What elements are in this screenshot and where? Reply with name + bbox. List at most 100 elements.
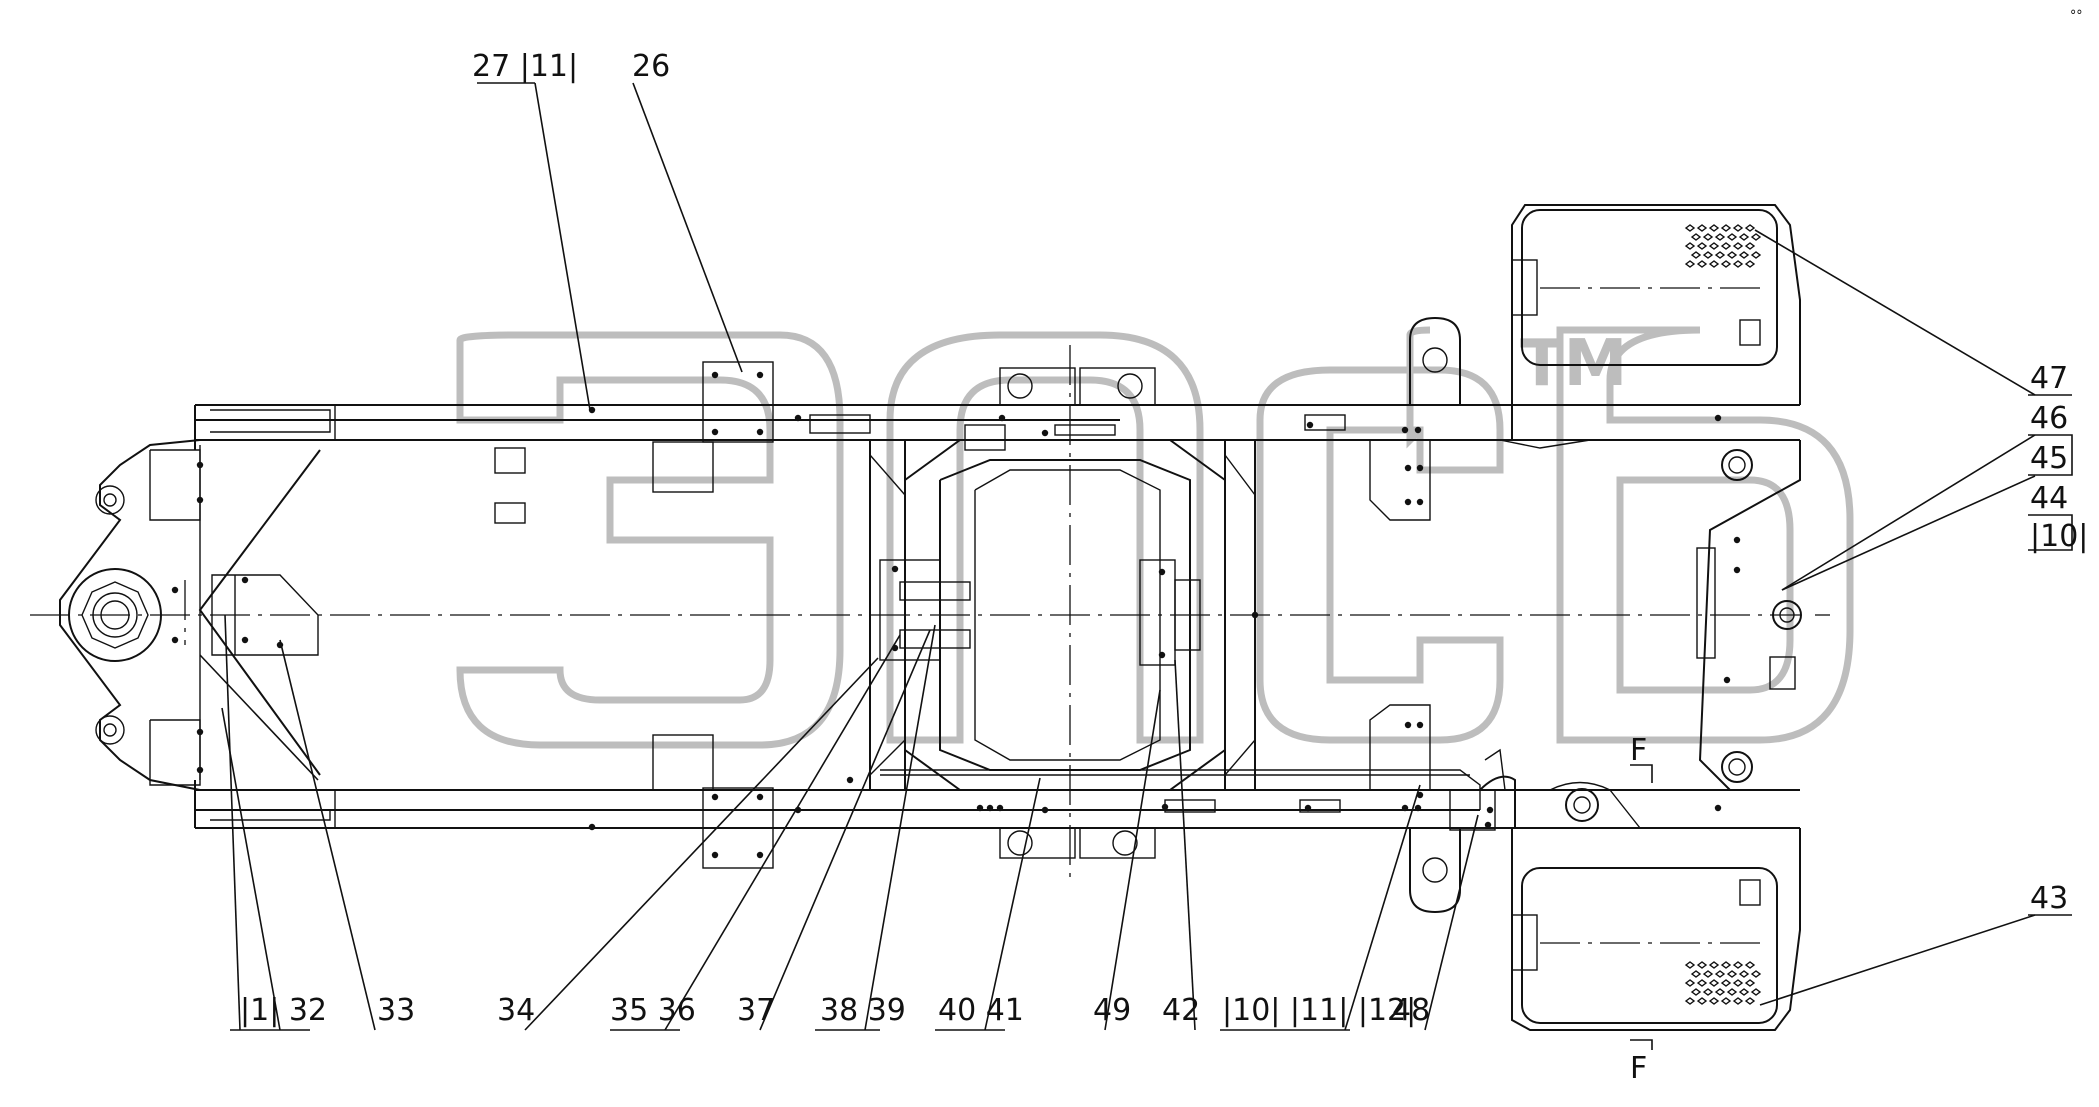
bolt-mark bbox=[1161, 803, 1169, 811]
vent-patterns bbox=[1684, 224, 1762, 1005]
bolt-mark bbox=[1404, 721, 1412, 729]
bolt-mark bbox=[196, 728, 204, 736]
bolt-mark bbox=[588, 823, 596, 831]
callout-46: 46 bbox=[2030, 401, 2068, 436]
bolt-mark bbox=[1414, 804, 1422, 812]
vent-hole bbox=[1744, 961, 1756, 969]
vent-hole bbox=[1714, 970, 1726, 978]
vent-hole bbox=[1732, 242, 1744, 250]
callout-34: 34 bbox=[497, 993, 535, 1028]
bolt-mark bbox=[1486, 806, 1494, 814]
vent-hole bbox=[1714, 988, 1726, 996]
bolt-mark bbox=[196, 461, 204, 469]
bolt-mark bbox=[1714, 804, 1722, 812]
bolt-mark bbox=[1733, 536, 1741, 544]
bolt-mark bbox=[1158, 568, 1166, 576]
bolt-mark bbox=[1714, 414, 1722, 422]
vent-hole bbox=[1750, 233, 1762, 241]
vent-hole bbox=[1690, 988, 1702, 996]
vent-hole bbox=[1684, 979, 1696, 987]
vent-hole bbox=[1744, 224, 1756, 232]
vent-hole bbox=[1744, 997, 1756, 1005]
vent-hole bbox=[1708, 260, 1720, 268]
bolt-mark bbox=[711, 371, 719, 379]
vent-hole bbox=[1726, 251, 1738, 259]
bolt-mark bbox=[756, 851, 764, 859]
callout-40-41: 40 41 bbox=[938, 993, 1024, 1028]
vent-hole bbox=[1690, 233, 1702, 241]
vent-hole bbox=[1684, 997, 1696, 1005]
bolt-mark bbox=[1416, 464, 1424, 472]
bolt-mark bbox=[1484, 821, 1492, 829]
vent-hole bbox=[1720, 224, 1732, 232]
vent-hole bbox=[1732, 997, 1744, 1005]
vent-hole bbox=[1684, 224, 1696, 232]
callout-49: 49 bbox=[1093, 993, 1131, 1028]
bolt-mark bbox=[1416, 498, 1424, 506]
vent-hole bbox=[1714, 233, 1726, 241]
vent-hole bbox=[1702, 251, 1714, 259]
vent-hole bbox=[1720, 961, 1732, 969]
vent-hole bbox=[1732, 979, 1744, 987]
bolt-mark bbox=[241, 636, 249, 644]
bolt-mark bbox=[711, 428, 719, 436]
vent-hole bbox=[1744, 242, 1756, 250]
vent-hole bbox=[1744, 979, 1756, 987]
callout-1-32: |1| 32 bbox=[240, 993, 327, 1028]
callout-10: |10| bbox=[2030, 519, 2088, 554]
vent-hole bbox=[1684, 961, 1696, 969]
vent-hole bbox=[1726, 988, 1738, 996]
bolt-mark bbox=[1306, 421, 1314, 429]
vent-hole bbox=[1750, 251, 1762, 259]
section-mark-top: F bbox=[1630, 733, 1647, 768]
callout-47: 47 bbox=[2030, 361, 2068, 396]
vent-hole bbox=[1702, 970, 1714, 978]
callout-35-36: 35 36 bbox=[610, 993, 696, 1028]
vent-hole bbox=[1702, 988, 1714, 996]
vent-hole bbox=[1720, 979, 1732, 987]
callout-27-11: 27 |11| bbox=[472, 49, 578, 84]
vent-hole bbox=[1690, 970, 1702, 978]
grille-top bbox=[1684, 224, 1762, 268]
vent-hole bbox=[1732, 260, 1744, 268]
callout-33: 33 bbox=[377, 993, 415, 1028]
bolt-mark bbox=[1414, 426, 1422, 434]
bolt-mark bbox=[1304, 804, 1312, 812]
vent-hole bbox=[1708, 242, 1720, 250]
vent-hole bbox=[1750, 970, 1762, 978]
callout-42: 42 bbox=[1162, 993, 1200, 1028]
callout-labels: 27 |11| 26 47 46 45 44 |10| 43 |1| 32 33… bbox=[240, 8, 2088, 1086]
bolt-mark bbox=[1404, 498, 1412, 506]
bolt-mark bbox=[711, 851, 719, 859]
bolt-mark bbox=[794, 414, 802, 422]
bolt-mark bbox=[1041, 806, 1049, 814]
vent-hole bbox=[1738, 988, 1750, 996]
callout-37: 37 bbox=[737, 993, 775, 1028]
vent-hole bbox=[1714, 251, 1726, 259]
bolt-mark bbox=[756, 371, 764, 379]
bolt-mark bbox=[1401, 426, 1409, 434]
grille-bottom bbox=[1684, 961, 1762, 1005]
bolt-mark bbox=[998, 414, 1006, 422]
bolt-mark bbox=[711, 793, 719, 801]
vent-hole bbox=[1708, 224, 1720, 232]
vent-hole bbox=[1702, 233, 1714, 241]
vent-hole bbox=[1696, 242, 1708, 250]
vent-hole bbox=[1696, 260, 1708, 268]
bolt-mark bbox=[1416, 791, 1424, 799]
vent-hole bbox=[1684, 260, 1696, 268]
vent-hole bbox=[1738, 233, 1750, 241]
bolt-mark bbox=[996, 804, 1004, 812]
bolt-mark bbox=[1416, 721, 1424, 729]
vent-hole bbox=[1696, 979, 1708, 987]
vent-hole bbox=[1720, 997, 1732, 1005]
vent-hole bbox=[1732, 961, 1744, 969]
vent-hole bbox=[1720, 260, 1732, 268]
vent-hole bbox=[1708, 961, 1720, 969]
bolt-mark bbox=[1041, 429, 1049, 437]
vent-hole bbox=[1690, 251, 1702, 259]
bolt-mark bbox=[196, 766, 204, 774]
bolt-mark bbox=[1723, 676, 1731, 684]
callout-48: 48 bbox=[1392, 993, 1430, 1028]
